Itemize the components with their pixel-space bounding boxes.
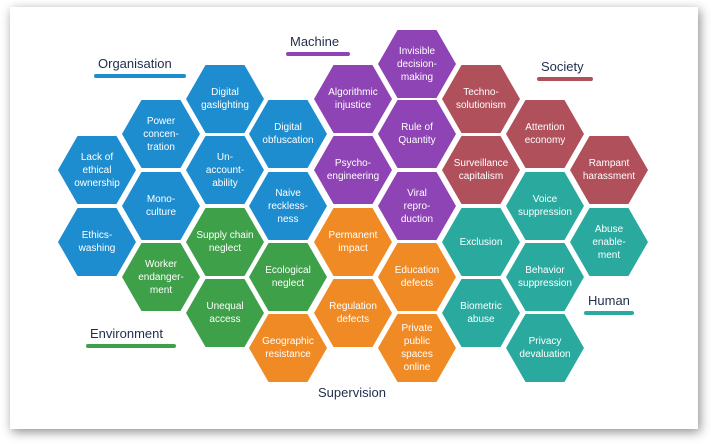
hex-label: Privacy devaluation	[519, 336, 571, 360]
hex-label: Ecological neglect	[265, 265, 311, 289]
environment-underline	[86, 344, 176, 348]
region-label-supervision: Supervision	[318, 385, 386, 400]
hex-digital-obfuscation: Digital obfuscation	[249, 100, 327, 168]
hex-permanent-impact: Permanent impact	[314, 208, 392, 276]
hex-label: Unequal access	[206, 301, 244, 325]
hex-surveillance-capitalism: Surveillance capitalism	[442, 136, 520, 204]
region-label-environment: Environment	[86, 326, 176, 348]
hex-monoculture: Mono- culture	[122, 172, 200, 240]
hex-supply-chain-neglect: Supply chain neglect	[186, 208, 264, 276]
hex-label: Invisible decision- making	[396, 45, 438, 83]
hex-rampant-harassment: Rampant harassment	[570, 136, 648, 204]
hex-label: Techno- solutionism	[455, 87, 507, 111]
hex-label: Private public spaces online	[401, 323, 433, 373]
region-label-organisation: Organisation	[94, 56, 186, 78]
hex-biometric-abuse: Biometric abuse	[442, 279, 520, 347]
hex-lack-of-ethical-ownership: Lack of ethical ownership	[58, 136, 136, 204]
hex-label: Power concen- tration	[143, 115, 179, 153]
hex-psycho-engineering: Psycho- engineering	[314, 136, 392, 204]
region-label-society: Society	[537, 59, 593, 81]
supervision-label: Supervision	[318, 385, 386, 400]
hex-exclusion: Exclusion	[442, 208, 520, 276]
hex-label: Biometric abuse	[460, 301, 502, 325]
hex-digital-gaslighting: Digital gaslighting	[186, 65, 264, 133]
hex-label: Regulation defects	[329, 301, 377, 325]
hex-unaccountability: Un- account- ability	[186, 136, 264, 204]
hex-behavior-suppression: Behavior suppression	[506, 243, 584, 311]
hex-label: Naive reckless- ness	[267, 187, 308, 225]
hex-techno-solutionism: Techno- solutionism	[442, 65, 520, 133]
hex-label: Permanent impact	[328, 230, 378, 254]
organisation-underline	[94, 74, 186, 78]
hex-voice-suppression: Voice suppression	[506, 172, 584, 240]
hex-naive-recklessness: Naive reckless- ness	[249, 172, 327, 240]
hex-viral-reproduction: Viral repro- duction	[378, 172, 456, 240]
hex-label: Viral repro- duction	[400, 187, 434, 225]
hex-label: Surveillance capitalism	[453, 158, 509, 182]
hex-algorithmic-injustice: Algorithmic injustice	[314, 65, 392, 133]
hex-privacy-devaluation: Privacy devaluation	[506, 314, 584, 382]
hex-label: Digital obfuscation	[262, 122, 314, 146]
hex-rule-of-quantity: Rule of Quantity	[378, 100, 456, 168]
hex-label: Exclusion	[459, 236, 503, 248]
hex-invisible-decision-making: Invisible decision- making	[378, 30, 456, 98]
hex-label: Ethics- washing	[78, 230, 116, 254]
hex-label: Rampant harassment	[582, 158, 636, 182]
organisation-label: Organisation	[98, 56, 172, 71]
machine-label: Machine	[290, 34, 340, 49]
machine-underline	[286, 52, 350, 56]
hex-label: Un- account- ability	[205, 151, 245, 189]
society-underline	[537, 77, 593, 81]
hex-regulation-defects: Regulation defects	[314, 279, 392, 347]
hex-label: Geographic resistance	[262, 336, 314, 360]
hex-ethics-washing: Ethics- washing	[58, 208, 136, 276]
hex-label: Supply chain neglect	[196, 230, 254, 254]
hex-label: Psycho- engineering	[326, 158, 380, 182]
hex-label: Behavior suppression	[518, 265, 572, 289]
hex-education-defects: Education defects	[378, 243, 456, 311]
hex-attention-economy: Attention economy	[506, 100, 584, 168]
hex-label: Lack of ethical ownership	[74, 151, 120, 189]
hex-label: Digital gaslighting	[201, 87, 249, 111]
hex-ecological-neglect: Ecological neglect	[249, 243, 327, 311]
region-label-human: Human	[584, 293, 634, 315]
society-label: Society	[541, 59, 584, 74]
hex-geographic-resistance: Geographic resistance	[249, 314, 327, 382]
hex-worker-endangerment: Worker endanger- ment	[122, 243, 200, 311]
hex-power-concentration: Power concen- tration	[122, 100, 200, 168]
hex-label: Algorithmic injustice	[328, 87, 378, 111]
hex-label: Education defects	[394, 265, 440, 289]
human-underline	[584, 311, 634, 315]
hex-abuse-enablement: Abuse enable- ment	[570, 208, 648, 276]
hex-label: Mono- culture	[145, 194, 176, 218]
hex-label: Abuse enable- ment	[592, 223, 626, 261]
hex-label: Attention economy	[524, 122, 566, 146]
hex-label: Worker endanger- ment	[138, 258, 184, 296]
hex-private-public-spaces-online: Private public spaces online	[378, 314, 456, 382]
hex-label: Voice suppression	[518, 194, 572, 218]
environment-label: Environment	[90, 326, 163, 341]
hex-label: Rule of Quantity	[398, 122, 436, 146]
human-label: Human	[588, 293, 630, 308]
hex-unequal-access: Unequal access	[186, 279, 264, 347]
region-label-machine: Machine	[286, 34, 350, 56]
